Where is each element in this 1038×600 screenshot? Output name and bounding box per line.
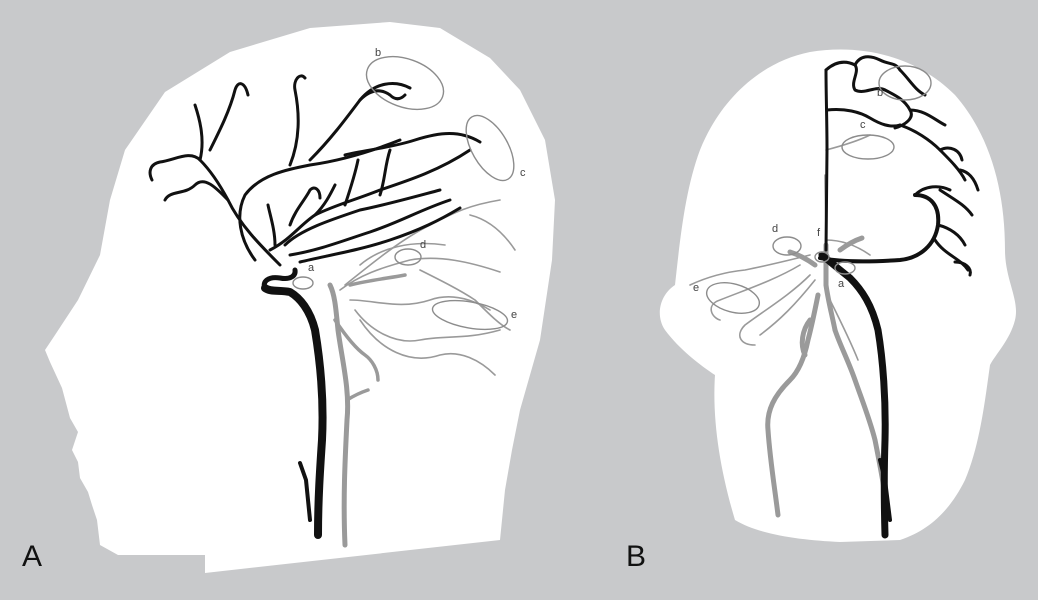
marker-e-a: e — [511, 309, 517, 321]
marker-b-a: b — [375, 47, 381, 59]
marker-a-a: a — [308, 262, 315, 274]
head-silhouette-frontal — [660, 50, 1016, 542]
marker-e-b: e — [693, 282, 699, 294]
marker-d-b: d — [772, 223, 778, 235]
panel-a: a b c d e — [45, 22, 555, 573]
marker-c-b: c — [860, 119, 866, 131]
marker-b-b: b — [877, 87, 883, 99]
panel-label-a: A — [22, 540, 42, 574]
panel-b: a b c d e f — [660, 50, 1016, 542]
marker-c-a: c — [520, 167, 526, 179]
marker-a-b: a — [838, 278, 845, 290]
panel-label-b: B — [626, 540, 646, 574]
marker-d-a: d — [420, 239, 426, 251]
